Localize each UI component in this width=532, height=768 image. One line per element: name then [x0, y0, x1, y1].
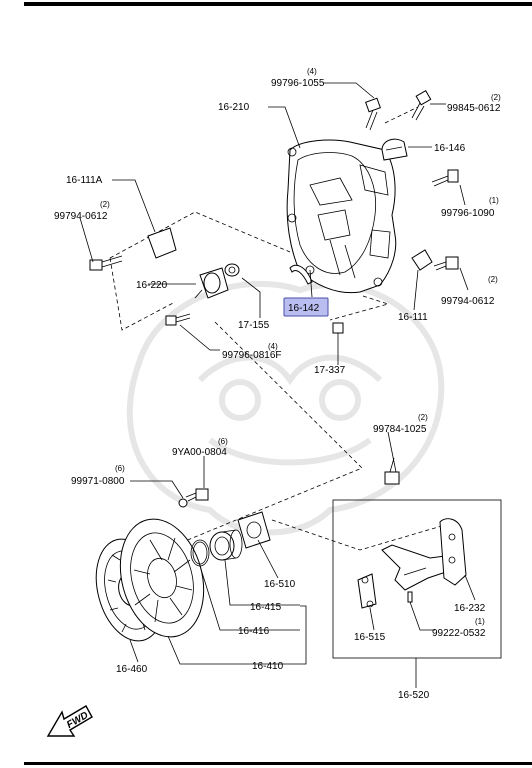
fwd-arrow-icon: FWD: [46, 705, 93, 737]
qty-99796-1055: (4): [307, 67, 317, 76]
label-16-210: 16-210: [218, 102, 250, 113]
bolt-99794-0612-left: [89, 255, 123, 271]
bolt-99845-0612: [411, 89, 432, 121]
guide-tube-16-220: [194, 267, 229, 299]
label-16-111: 16-111: [398, 312, 428, 323]
label-99845-0612: 99845-0612: [447, 103, 501, 114]
qty-9ya00-0804: (6): [218, 437, 228, 446]
watermark: [126, 280, 445, 536]
spring-16-515: [357, 573, 377, 609]
bearing-16-415: [209, 529, 243, 561]
label-16-460: 16-460: [116, 664, 148, 675]
label-16-232: 16-232: [454, 603, 486, 614]
label-99971-0800: 99971-0800: [71, 476, 125, 487]
label-99794-0612-right: 99794-0612: [441, 296, 495, 307]
cover-16-111a: [147, 227, 177, 259]
label-16-142: 16-142: [288, 303, 320, 314]
pivot-16-232: [439, 518, 467, 586]
clutch-cover-16-410: [119, 518, 205, 638]
bolt-99796-0816f: [165, 313, 191, 326]
qty-99222-0532: (1): [475, 617, 485, 626]
label-99222-0532: 99222-0532: [432, 628, 486, 639]
label-16-410: 16-410: [252, 661, 284, 672]
qty-99794-0612-left: (2): [100, 200, 110, 209]
bolt-99796-1055: [365, 97, 381, 131]
bolt-99796-1090: [431, 169, 459, 187]
label-16-510: 16-510: [264, 579, 296, 590]
label-16-111a: 16-111A: [66, 175, 103, 186]
seal-17-155: [224, 263, 240, 277]
top-border: [24, 2, 532, 6]
qty-99971-0800: (6): [115, 464, 125, 473]
label-99796-1055: 99796-1055: [271, 78, 325, 89]
inset-box-16-520: [332, 499, 502, 659]
label-99796-1090: 99796-1090: [441, 208, 495, 219]
label-9ya00-0804: 9YA00-0804: [172, 447, 227, 458]
qty-99796-1090: (1): [489, 196, 499, 205]
slave-16-510: [237, 511, 271, 549]
label-16-515: 16-515: [354, 632, 386, 643]
fwd-label: FWD: [65, 710, 90, 731]
bolt-99784-1025: [384, 457, 400, 485]
washer-99971-0800: [178, 498, 188, 508]
highlight-16-142: [283, 297, 329, 317]
cover-16-146: [381, 138, 408, 161]
qty-99784-1025: (2): [418, 413, 428, 422]
pin-99222-0532: [407, 591, 413, 603]
bolt-99794-0612-right: [433, 256, 459, 271]
bolt-17-337: [332, 322, 344, 345]
label-17-337: 17-337: [314, 365, 346, 376]
clutch-housing: [286, 139, 397, 294]
qty-99794-0612-right: (2): [488, 275, 498, 284]
release-fork-16-520: [381, 544, 453, 591]
qty-99796-0816f: (4): [268, 342, 278, 351]
qty-99845-0612: (2): [491, 93, 501, 102]
label-99796-0816f: 99796-0816F: [222, 350, 282, 361]
label-16-220: 16-220: [136, 280, 168, 291]
leader-lines: [79, 82, 476, 688]
plate-16-111: [411, 249, 433, 271]
label-16-520: 16-520: [398, 690, 430, 701]
label-17-155: 17-155: [238, 320, 270, 331]
spring-16-142: [289, 264, 313, 285]
label-16-415: 16-415: [250, 602, 282, 613]
label-16-146: 16-146: [434, 143, 466, 154]
bottom-border: [24, 762, 532, 765]
label-16-416: 16-416: [238, 626, 270, 637]
bolt-9ya00-0804: [185, 488, 209, 502]
label-99794-0612-left: 99794-0612: [54, 211, 108, 222]
label-99784-1025: 99784-1025: [373, 424, 427, 435]
assembly-guide-lines: [109, 106, 446, 551]
